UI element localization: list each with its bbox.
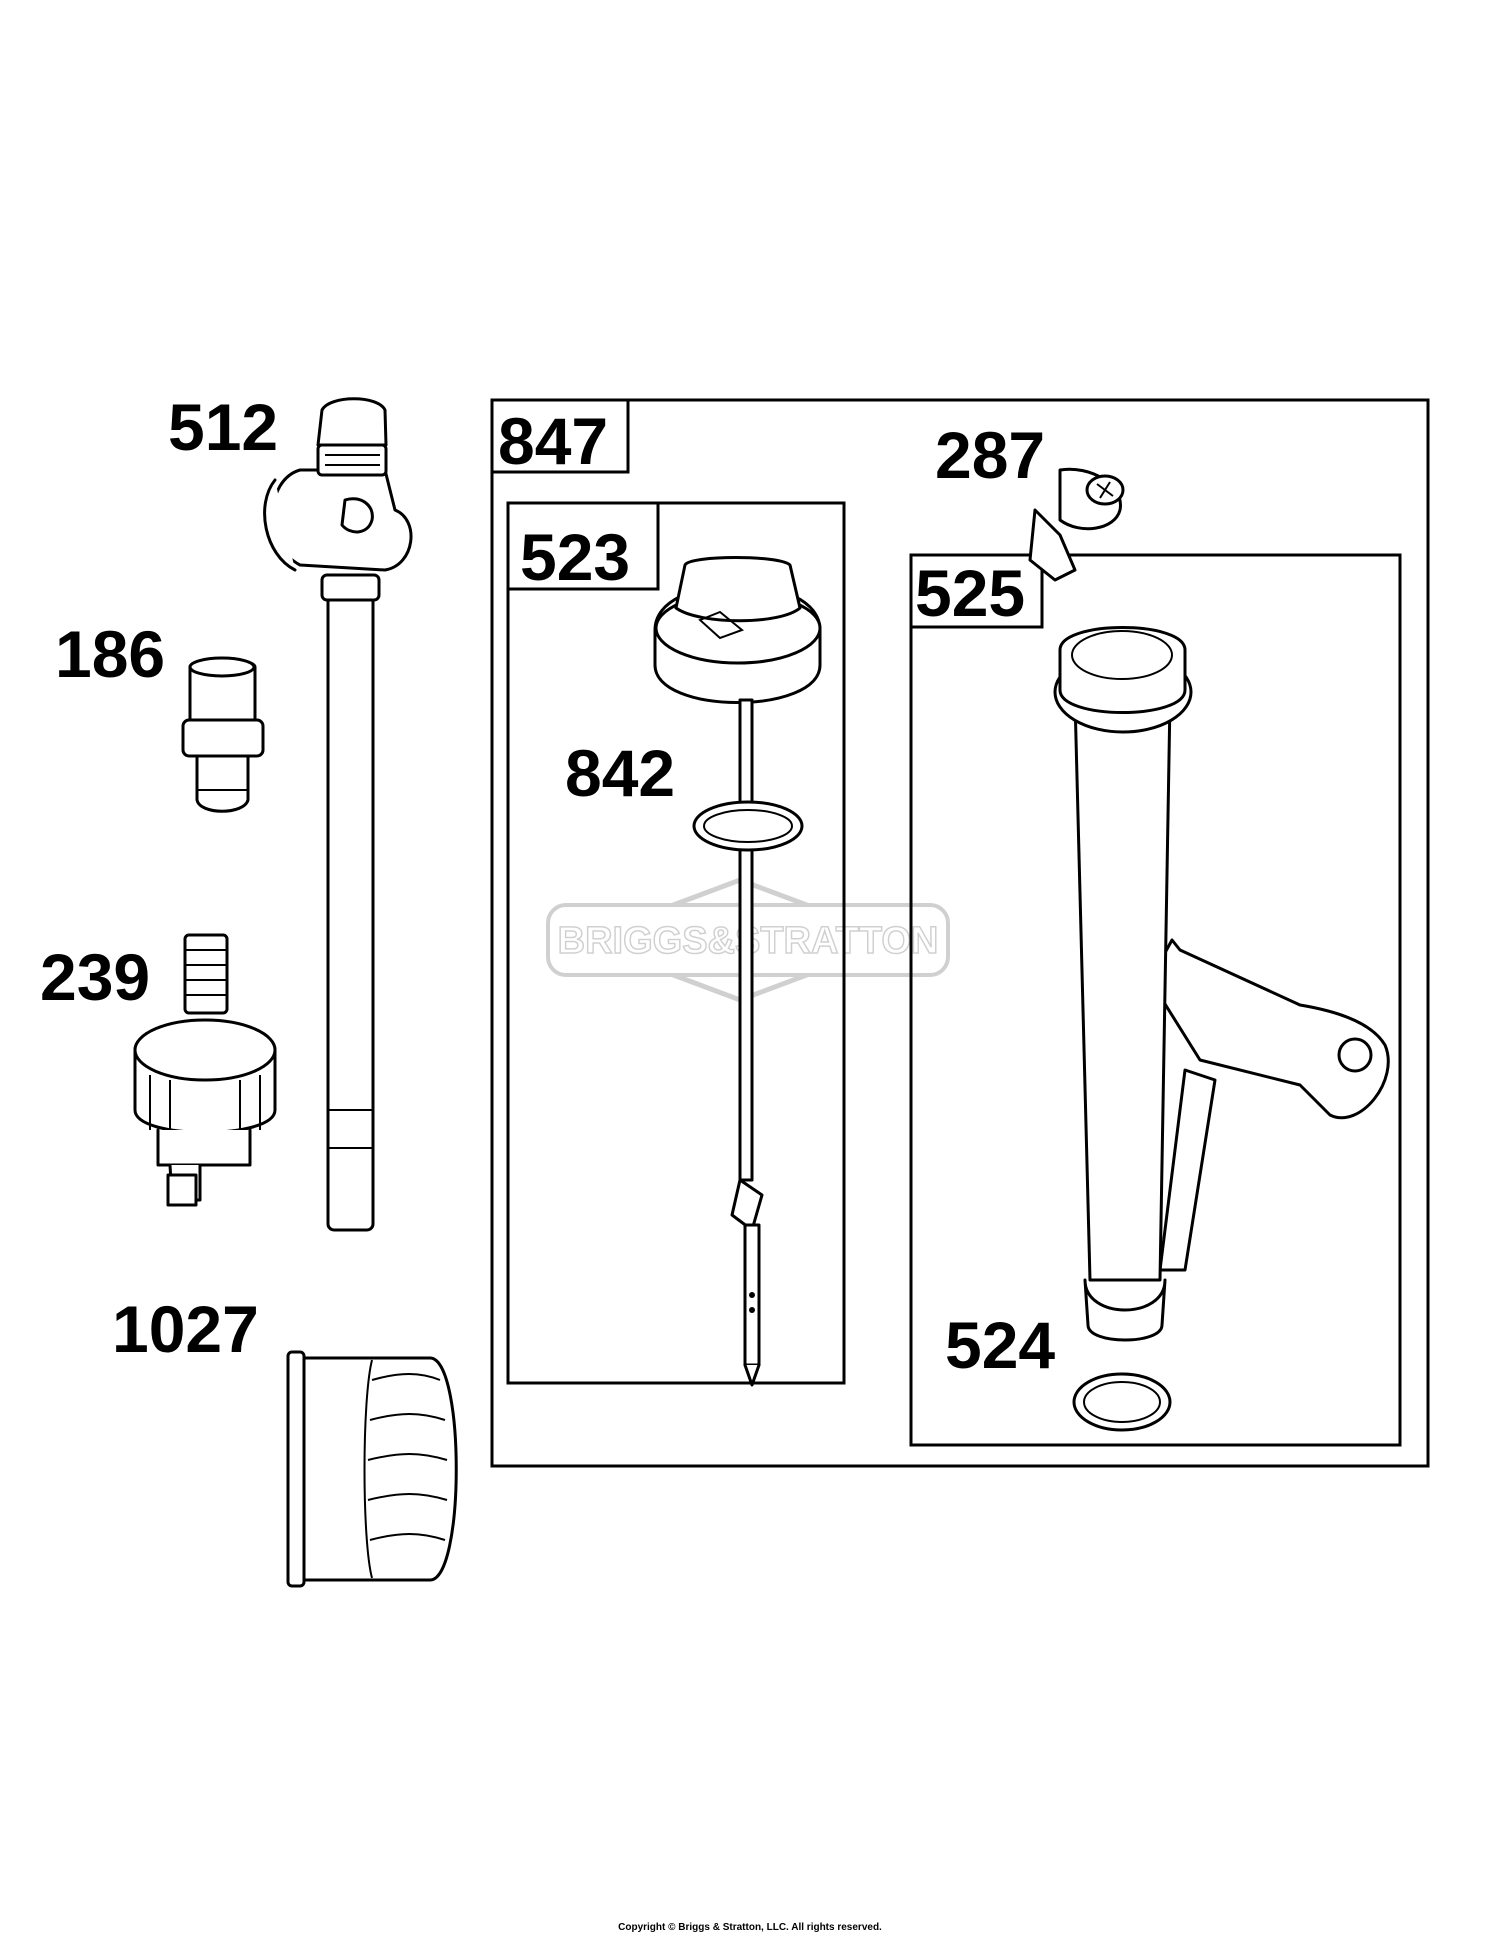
kit-847-frame [490, 398, 1430, 1468]
part-525-fill-tube [1053, 626, 1390, 1342]
callout-512: 512 [168, 390, 278, 464]
part-1027-oil-filter [286, 1350, 458, 1588]
part-287-screw [1028, 467, 1125, 582]
part-524-gasket [1072, 1372, 1172, 1432]
callout-524: 524 [945, 1308, 1055, 1382]
kit-525-frame [909, 553, 1402, 1447]
callout-1027: 1027 [112, 1292, 259, 1366]
callout-239: 239 [40, 940, 150, 1014]
copyright-notice: Copyright © Briggs & Stratton, LLC. All … [618, 1922, 882, 1933]
kit-525-label-box [909, 553, 1044, 629]
callout-525: 525 [915, 556, 1025, 630]
part-512-dipstick-tube [263, 397, 413, 1232]
kit-523-label-box [506, 501, 660, 591]
kit-523-frame [506, 501, 846, 1385]
callout-842: 842 [565, 736, 675, 810]
callout-186: 186 [55, 617, 165, 691]
kit-847-label-box [490, 398, 630, 474]
part-842-dipstick [692, 698, 804, 1387]
callout-847: 847 [498, 404, 608, 478]
part-239-pressure-switch [133, 933, 277, 1207]
callout-523: 523 [520, 520, 630, 594]
callout-287: 287 [935, 418, 1045, 492]
part-523-fill-cap [653, 556, 822, 704]
part-186-fitting [181, 656, 265, 813]
